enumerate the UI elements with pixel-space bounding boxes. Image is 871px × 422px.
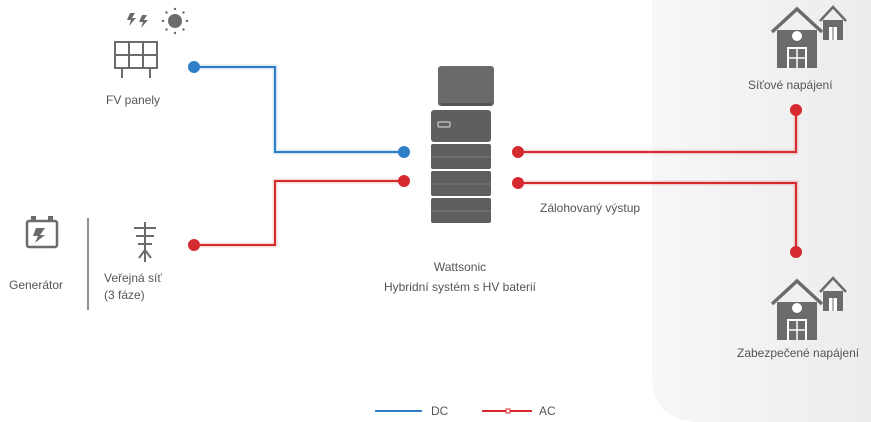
ac-dot-grid <box>188 239 200 251</box>
grid-supply-label: Síťové napájení <box>748 78 833 92</box>
dc-dot-pv <box>188 61 200 73</box>
ac-line-backup <box>518 180 799 252</box>
ac-dot-inverter-in <box>398 175 410 187</box>
inverter-battery-icon <box>431 66 494 223</box>
system-desc-label: Hybridní systém s HV baterií <box>383 280 537 294</box>
solar-panel-icon <box>114 41 158 78</box>
house-icon <box>819 276 847 311</box>
power-pole-icon <box>134 222 156 262</box>
generator-label: Generátor <box>9 278 64 292</box>
ac-dot-inverter-out2 <box>512 177 524 189</box>
secured-supply-label: Zabezpečené napájení <box>737 346 860 360</box>
ac-dot-inverter-out1 <box>512 146 524 158</box>
house-icon <box>770 278 824 340</box>
system-name-label: Wattsonic <box>433 260 487 274</box>
public-grid-label: Veřejná síť <box>104 271 162 285</box>
dc-line-pv <box>194 64 404 155</box>
ac-dot-secured-supply <box>790 246 802 258</box>
dc-dot-inverter <box>398 146 410 158</box>
backup-output-label: Zálohovaný výstup <box>540 201 641 215</box>
legend-ac-marker <box>505 408 511 414</box>
house-icon <box>770 6 824 68</box>
generator-icon <box>25 216 59 249</box>
ac-line-grid-supply <box>518 110 799 155</box>
legend-ac-label: AC <box>539 404 556 418</box>
public-grid-phase-label: (3 fáze) <box>104 288 145 302</box>
house-icon <box>819 5 847 40</box>
legend-dc-label: DC <box>431 404 449 418</box>
ac-line-grid <box>194 178 404 248</box>
pv-panels-label: FV panely <box>106 93 161 107</box>
sun-icon <box>161 7 189 35</box>
lightning-icon <box>127 13 148 28</box>
ac-dot-grid-supply <box>790 104 802 116</box>
